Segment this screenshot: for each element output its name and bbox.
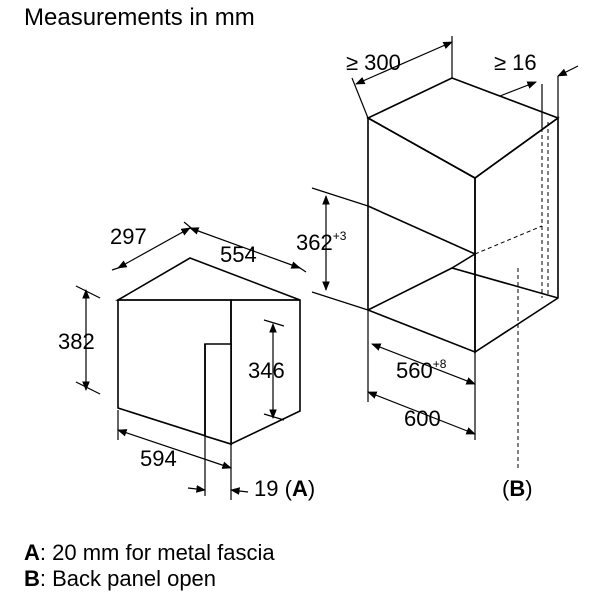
oven-height-label: 382 (58, 329, 95, 354)
oven-width-label: 554 (220, 242, 257, 267)
opening-width-label: 560+8 (396, 357, 447, 383)
cabinet-dimensions (311, 36, 579, 440)
cabinet-gap-label: ≥ 16 (494, 50, 537, 75)
cabinet-opening-floor (367, 267, 559, 311)
cabinet-top-face (366, 77, 560, 179)
opening-height-label: 362+3 (296, 229, 347, 255)
oven-inner-height-label: 346 (248, 358, 285, 383)
legend-item-b: B: Back panel open (24, 566, 217, 591)
oven-front-width-label: 594 (140, 446, 177, 471)
oven-top-face (115, 257, 301, 301)
back-panel-marker: (B) (502, 476, 533, 501)
diagram-title: Measurements in mm (24, 4, 255, 31)
oven-appliance (115, 257, 301, 446)
legend-item-a: A: 20 mm for metal fascia (24, 540, 275, 565)
fascia-dimension-label: 19 (A) (254, 476, 315, 501)
cabinet-side-face (474, 116, 559, 354)
oven-door-panel (204, 343, 232, 446)
cabinet-upper-front (367, 116, 476, 256)
oven-depth-label: 297 (110, 224, 147, 249)
cabinet (366, 77, 560, 354)
oven-dimensions (75, 221, 307, 500)
cabinet-outer-width-label: 600 (404, 406, 441, 431)
cabinet-hidden-edges (474, 122, 549, 470)
cabinet-opening (367, 206, 476, 354)
cabinet-depth-label: ≥ 300 (346, 50, 401, 75)
